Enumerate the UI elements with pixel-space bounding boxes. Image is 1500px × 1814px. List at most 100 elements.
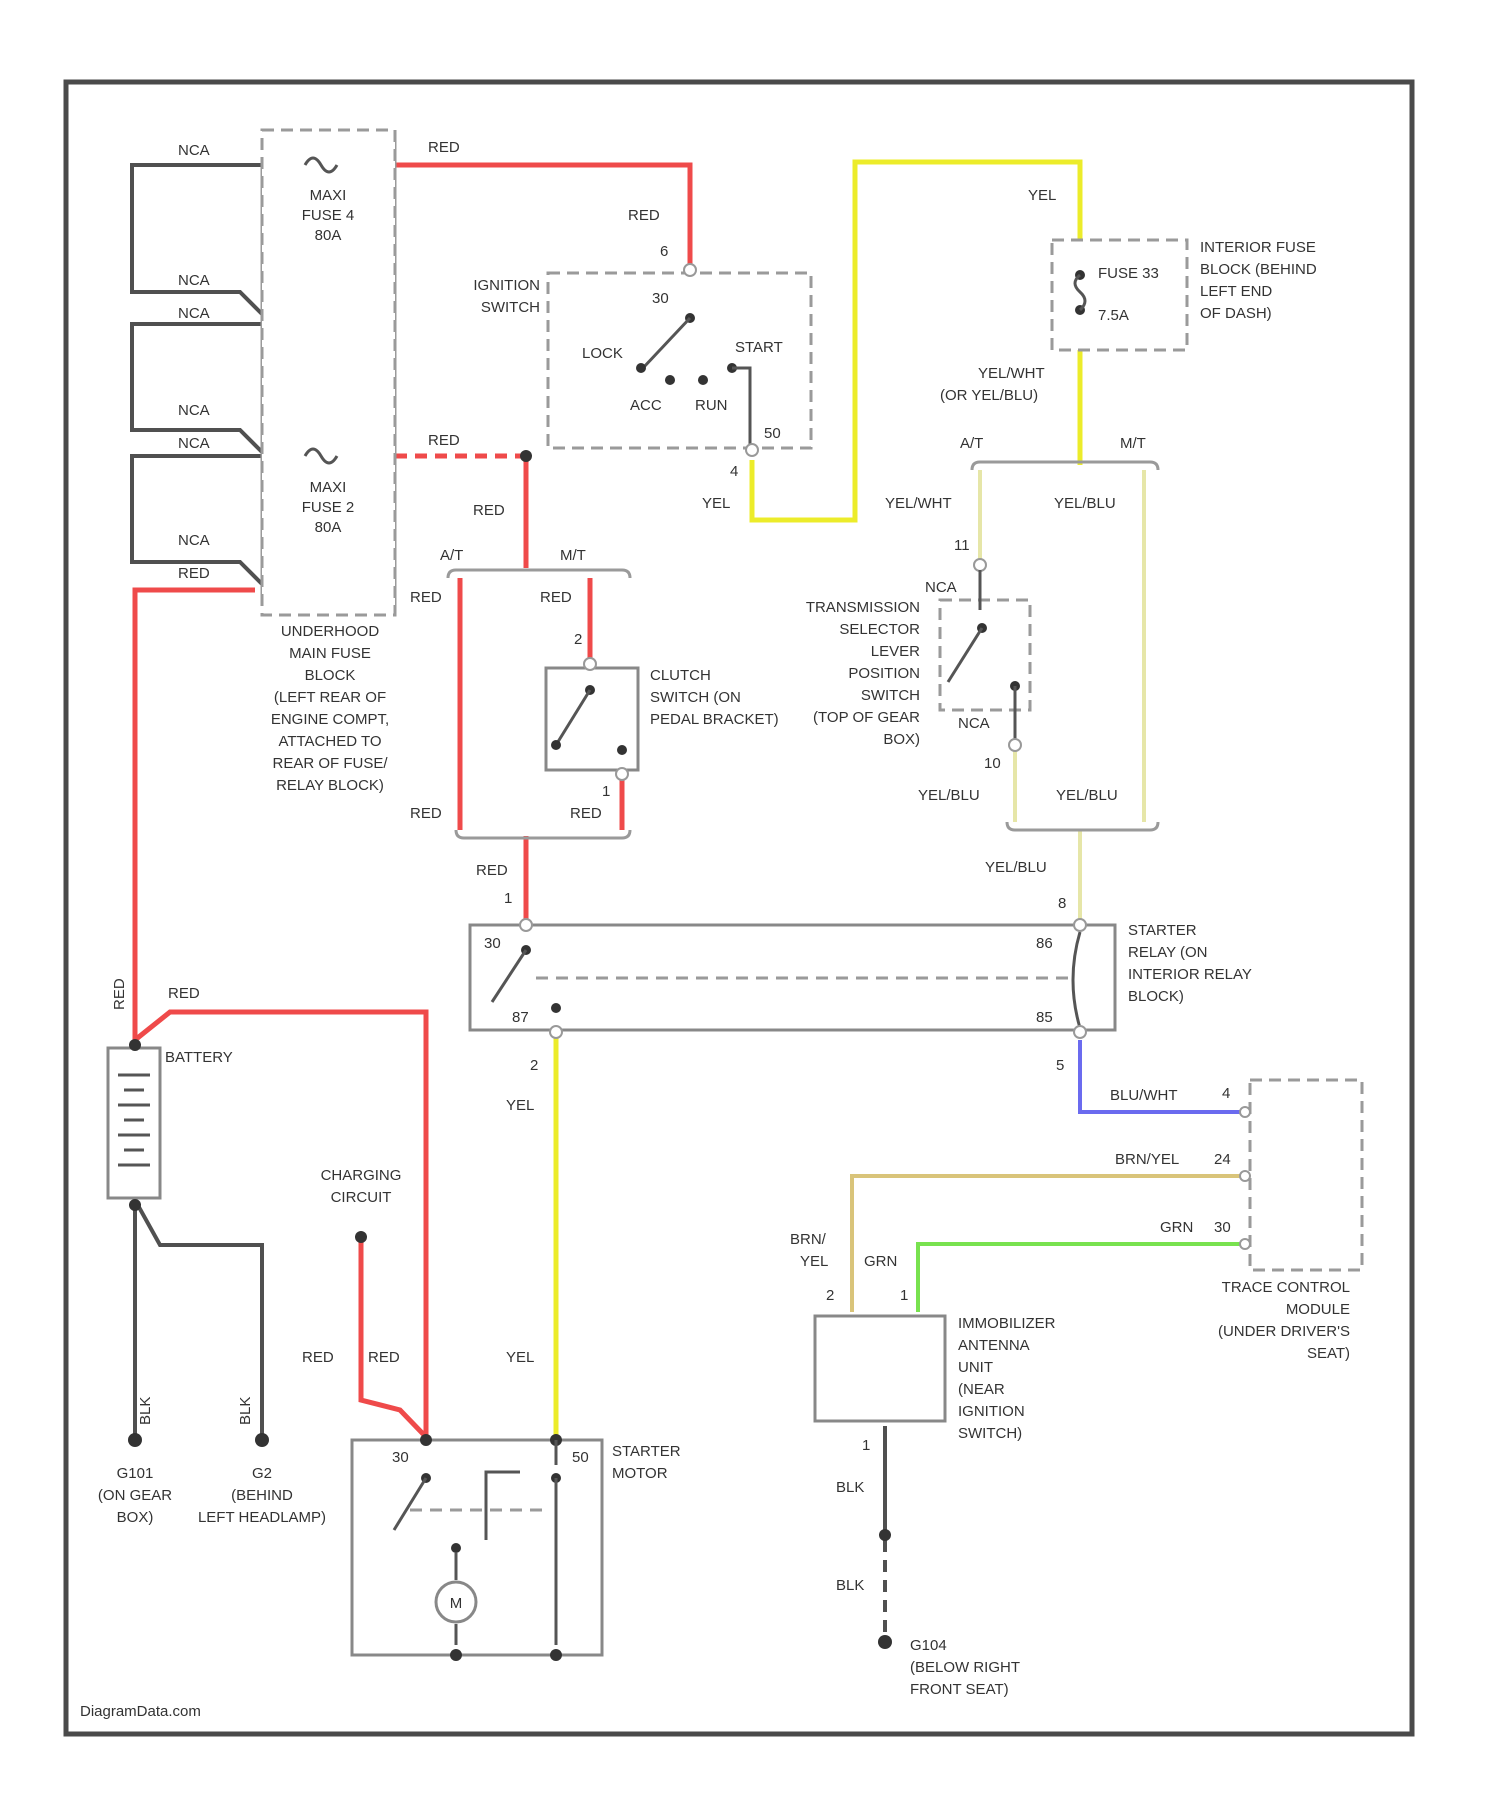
- pin-imm-gnd: 1: [862, 1437, 870, 1454]
- pin-mod-24: 24: [1214, 1151, 1231, 1168]
- wire-label: RED: [368, 1349, 400, 1366]
- desc-line: OF DASH): [1200, 305, 1272, 322]
- desc-line: UNDERHOOD: [281, 623, 380, 640]
- watermark: DiagramData.com: [80, 1703, 201, 1720]
- wire-label: RED: [476, 862, 508, 879]
- wire-label: YEL: [506, 1097, 534, 1114]
- wire-label: RED: [628, 207, 660, 224]
- pin-relay-85: 85: [1036, 1009, 1053, 1026]
- desc-line: TRACE CONTROL: [1222, 1279, 1350, 1296]
- wire-label: YEL/BLU: [918, 787, 980, 804]
- desc-line: BLOCK: [305, 667, 356, 684]
- wire-label: BLK: [137, 1397, 154, 1425]
- battery: BATTERY: [108, 1039, 233, 1211]
- wire-label: NCA: [178, 142, 210, 159]
- desc-line: CLUTCH: [650, 667, 711, 684]
- ignition-switch: IGNITION SWITCH LOCK ACC RUN START 6 30 …: [473, 243, 811, 480]
- wire-label: NCA: [178, 272, 210, 289]
- wire-label: RED: [540, 589, 572, 606]
- fuse-33-label: FUSE 33: [1098, 265, 1159, 282]
- desc-line: (UNDER DRIVER'S: [1218, 1323, 1350, 1340]
- desc-line: SWITCH (ON: [650, 689, 741, 706]
- ground-g2-line: (BEHIND: [231, 1487, 293, 1504]
- desc-line: BLOCK): [1128, 988, 1184, 1005]
- fuse-2-line-3: 80A: [315, 519, 342, 536]
- desc-line: POSITION: [848, 665, 920, 682]
- pin-ign-30: 30: [652, 290, 669, 307]
- desc-line: INTERIOR RELAY: [1128, 966, 1252, 983]
- ignition-name-2: SWITCH: [481, 299, 540, 316]
- wire-label: YEL: [1028, 187, 1056, 204]
- wire-label: NCA: [178, 435, 210, 452]
- pin-trans-10: 10: [984, 755, 1001, 772]
- pin-relay-30: 30: [484, 935, 501, 952]
- pin-starter-30: 30: [392, 1449, 409, 1466]
- wire-label: M/T: [560, 547, 586, 564]
- pin-relay-bottom-right: 5: [1056, 1057, 1064, 1074]
- pin-starter-50: 50: [572, 1449, 589, 1466]
- desc-line: ENGINE COMPT,: [271, 711, 389, 728]
- wire-label: GRN: [1160, 1219, 1193, 1236]
- desc-line: STARTER: [1128, 922, 1197, 939]
- wire-label: RED: [178, 565, 210, 582]
- desc-line: SEAT): [1307, 1345, 1350, 1362]
- desc-line: REAR OF FUSE/: [272, 755, 388, 772]
- pin-relay-86: 86: [1036, 935, 1053, 952]
- desc-line: IMMOBILIZER: [958, 1315, 1056, 1332]
- ground-g104-line: G104: [910, 1637, 947, 1654]
- ignition-start-label: START: [735, 339, 783, 356]
- desc-line: SELECTOR: [839, 621, 920, 638]
- pin-mod-30: 30: [1214, 1219, 1231, 1236]
- wire-label: RED: [111, 978, 128, 1010]
- desc-line: MODULE: [1286, 1301, 1350, 1318]
- desc-line: LEVER: [871, 643, 920, 660]
- nca-wires: [132, 165, 262, 584]
- wire-label: NCA: [178, 532, 210, 549]
- fuse-4-line-1: MAXI: [310, 187, 347, 204]
- pin-ign-bottom: 4: [730, 463, 738, 480]
- desc-line: UNIT: [958, 1359, 993, 1376]
- wire-label: YEL/BLU: [985, 859, 1047, 876]
- desc-line: CIRCUIT: [331, 1189, 392, 1206]
- immobilizer-antenna-unit: 2 1 1 IMMOBILIZER ANTENNA UNIT (NEAR IGN…: [815, 1287, 1056, 1541]
- desc-line: MOTOR: [612, 1465, 668, 1482]
- wire-label: YEL: [800, 1253, 828, 1270]
- ignition-name-1: IGNITION: [473, 277, 540, 294]
- ground-g2-line: G2: [252, 1465, 272, 1482]
- pin-mod-4: 4: [1222, 1085, 1230, 1102]
- wire-label: BLK: [836, 1577, 864, 1594]
- charging-circuit: CHARGING CIRCUIT: [321, 1167, 402, 1243]
- desc-line: TRANSMISSION: [806, 599, 920, 616]
- wire-label: YEL/BLU: [1054, 495, 1116, 512]
- ignition-lock-label: LOCK: [582, 345, 623, 362]
- desc-line: ATTACHED TO: [278, 733, 381, 750]
- desc-line: (NEAR: [958, 1381, 1005, 1398]
- wire-label: BLK: [836, 1479, 864, 1496]
- wire-label: NCA: [178, 402, 210, 419]
- pin-ign-top: 6: [660, 243, 668, 260]
- pin-imm-1: 1: [900, 1287, 908, 1304]
- nca-trans-1: NCA: [925, 579, 957, 596]
- pin-imm-2: 2: [826, 1287, 834, 1304]
- wire-label: BLK: [237, 1397, 254, 1425]
- wire-label: RED: [302, 1349, 334, 1366]
- wire-label: RED: [410, 589, 442, 606]
- wire-label: A/T: [440, 547, 463, 564]
- wire-label: RED: [473, 502, 505, 519]
- wire-label: RED: [168, 985, 200, 1002]
- wire-label: A/T: [960, 435, 983, 452]
- starter-motor: M 30 50 STARTER MOTOR: [352, 1434, 681, 1661]
- fuse-2-line-1: MAXI: [310, 479, 347, 496]
- wire-label: GRN: [864, 1253, 897, 1270]
- ground-g101-line: BOX): [117, 1509, 154, 1526]
- ground-g101-line: (ON GEAR: [98, 1487, 172, 1504]
- splice-red: [520, 450, 532, 462]
- desc-line: IGNITION: [958, 1403, 1025, 1420]
- trace-control-module: 4 24 30 TRACE CONTROL MODULE (UNDER DRIV…: [1214, 1080, 1362, 1362]
- main-fuse-block: MAXI FUSE 4 80A MAXI FUSE 2 80A: [262, 130, 395, 615]
- wire-label: M/T: [1120, 435, 1146, 452]
- desc-line: MAIN FUSE: [289, 645, 371, 662]
- pin-relay-top-right: 8: [1058, 895, 1066, 912]
- wire-label: YEL/BLU: [1056, 787, 1118, 804]
- desc-line: STARTER: [612, 1443, 681, 1460]
